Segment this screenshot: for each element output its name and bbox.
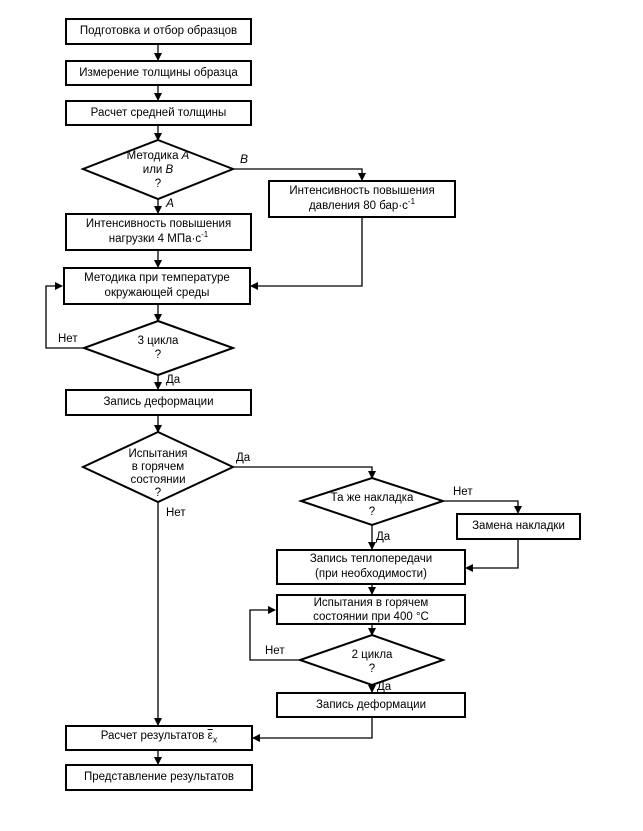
arrow-pad-no [443, 500, 522, 514]
arrow-cycles3-no [45, 282, 84, 349]
label-no-cycles2: Нет [265, 645, 285, 657]
hot-q-text: Испытания в горячем состоянии ? [128, 448, 188, 499]
step-calc: Расчет результатов εx [65, 725, 253, 751]
step-record-def2: Запись деформации [276, 692, 466, 718]
arrow-method-rate-b [233, 168, 366, 181]
step-replace-pad: Замена накладки [456, 513, 581, 540]
step-hot400: Испытания в горячем состоянии при 400 °С [276, 594, 466, 625]
rate-b-line2: давления 80 бар·с-1 [308, 197, 416, 212]
heat-transfer-line2: (при необходимости) [315, 568, 427, 580]
cycles3-text: 3 цикла ? [137, 335, 179, 361]
label-no-pad: Нет [453, 486, 473, 498]
decision-cycles3 [81, 319, 236, 377]
step-prep-text: Подготовка и отбор образцов [79, 25, 238, 37]
rate-b-line1: Интенсивность повышения [289, 185, 435, 197]
cycles2-text: 2 цикла ? [351, 649, 393, 675]
method-q-text: Методика A или B ? [126, 150, 190, 190]
label-yes-cycles2: Да [377, 681, 392, 693]
calc-text: Расчет результатов εx [100, 729, 218, 745]
arrow-replace-heat [465, 540, 519, 572]
step-avg-thickness-text: Расчет средней толщины [90, 106, 227, 119]
arrow-cycles2-no [249, 606, 300, 661]
hot400-line1: Испытания в горячем [313, 596, 429, 609]
step-record-def1: Запись деформации [65, 389, 252, 416]
arrow-rate-b-ambient [250, 218, 363, 290]
step-avg-thickness: Расчет средней толщины [65, 100, 252, 126]
ambient-line1: Методика при температуре [84, 272, 230, 284]
label-a: A [166, 196, 175, 210]
step-thickness: Измерение толщины образца [65, 60, 252, 86]
step-rate-b: Интенсивность повышения давления 80 бар·… [268, 180, 456, 218]
label-yes-hot: Да [236, 452, 251, 464]
step-present: Представление результатов [65, 764, 253, 791]
decision-hot [80, 430, 236, 504]
replace-pad-text: Замена накладки [472, 520, 565, 532]
step-thickness-text: Измерение толщины образца [79, 66, 238, 79]
same-pad-text: Та же накладка ? [330, 492, 414, 518]
step-prep: Подготовка и отбор образцов [65, 18, 252, 45]
rate-a-line2: нагрузки 4 МПа·с-1 [108, 230, 209, 245]
label-b: B [240, 152, 249, 166]
heat-transfer-line1: Запись теплопередачи [309, 553, 433, 565]
label-yes-cycles3: Да [166, 374, 181, 386]
label-no-cycles3: Нет [58, 333, 78, 345]
hot400-line2: состоянии при 400 °С [313, 610, 429, 623]
arrow-hot-yes [233, 466, 376, 479]
decision-same-pad [297, 476, 447, 527]
decision-method [80, 138, 236, 201]
record-def1-text: Запись деформации [103, 396, 214, 408]
label-no-hot: Нет [166, 507, 186, 519]
step-ambient: Методика при температуре окружающей сред… [63, 267, 251, 305]
label-yes-pad: Да [376, 531, 391, 543]
ambient-line2: окружающей среды [104, 287, 210, 299]
present-text: Представление результатов [83, 771, 235, 783]
arrow-record2-calc [252, 718, 373, 742]
step-rate-a: Интенсивность повышения нагрузки 4 МПа·с… [65, 213, 252, 251]
rate-a-line1: Интенсивность повышения [85, 218, 232, 230]
decision-cycles2 [296, 633, 447, 687]
record-def2-text: Запись деформации [315, 698, 427, 711]
step-heat-transfer: Запись теплопередачи (при необходимости) [276, 549, 466, 585]
